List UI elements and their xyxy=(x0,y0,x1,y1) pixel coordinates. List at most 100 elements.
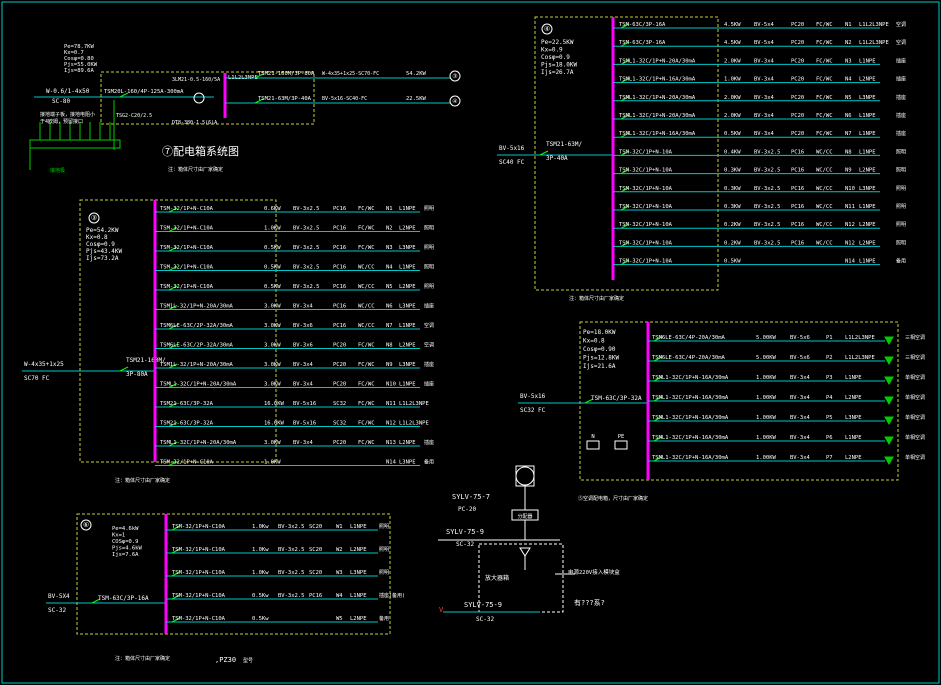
branch-use: 照明 xyxy=(424,265,434,271)
pe-terminal xyxy=(614,440,628,450)
branch-breaker-symbol xyxy=(168,363,178,369)
n-terminal xyxy=(586,440,600,450)
branch-power: 16.0KW xyxy=(264,401,285,407)
branch-phase: L2NPE xyxy=(399,284,416,290)
branch-use: 备用 xyxy=(424,459,434,466)
branch-breaker-symbol xyxy=(653,336,663,342)
branch-cable: BV-3x4 xyxy=(790,395,811,401)
branch-phase: L2NPE xyxy=(859,222,876,228)
incoming-pipe-label: SC-32 xyxy=(48,607,66,614)
branch-breaker-symbol xyxy=(620,260,630,266)
branch-cable: BV-5x16 xyxy=(293,421,316,427)
branch-phase: L1NPE xyxy=(845,435,862,441)
branch-breaker: TSML1-32C/1P+N-16A/30mA xyxy=(652,435,729,441)
model-suffix: 型号 xyxy=(243,657,253,664)
branch-power: 1.0KW xyxy=(724,77,741,83)
tv-cable-label: SYLV-75-9 xyxy=(446,528,484,536)
incoming-cable-label: W-4x35+1x25 xyxy=(24,361,64,368)
branch-power: 0.4KW xyxy=(724,149,741,155)
branch-breaker-symbol xyxy=(620,78,630,84)
branch-power: 1.00KW xyxy=(756,455,777,461)
panel-marker: ④ xyxy=(544,25,550,33)
branch-pipe: PC16 xyxy=(333,245,346,251)
branch-use: 插座(备用) xyxy=(379,592,405,599)
branch-route: FC/WC xyxy=(358,382,375,388)
diagram-subtitle: 注：箱体尺寸由厂家确定 xyxy=(168,166,223,173)
branch-cable: BV-3x2.5 xyxy=(278,524,305,530)
panel3-box xyxy=(79,199,277,463)
branch-power: 0.2KW xyxy=(724,240,741,246)
branch-breaker: TSM1L-32/1P+N-20A/30mA xyxy=(160,304,234,310)
branch-route: WC/CC xyxy=(816,204,833,210)
branch-circuit: N9 xyxy=(386,362,393,368)
branch-breaker: TSM-32/1P+N-C10A xyxy=(172,593,226,599)
branch-breaker-symbol xyxy=(620,132,630,138)
feeder-cable-label: BV-5x16-SC40-FC xyxy=(322,96,367,102)
branch-use: 插座 xyxy=(424,303,434,310)
branch-use: 插座 xyxy=(424,439,434,446)
load-parameter: Pe=18.0KW xyxy=(583,329,616,336)
branch-phase: L1NPE xyxy=(399,265,416,271)
branch-cable: BV-3x4 xyxy=(293,362,314,368)
load-parameter: Ijs=89.6A xyxy=(64,68,94,74)
branch-breaker: TSML1-32C/1P+N-20A/30mA xyxy=(619,58,696,64)
branch-cable: BV-3x2.5 xyxy=(278,593,305,599)
branch-power: 3.0KW xyxy=(264,362,281,368)
branch-breaker-symbol xyxy=(653,456,663,462)
branch-power: 0.2KW xyxy=(724,222,741,228)
branch-power: 3.0KW xyxy=(264,343,281,349)
branch-power: 1.00KW xyxy=(756,395,777,401)
branch-circuit: P7 xyxy=(826,455,833,461)
branch-breaker-symbol xyxy=(620,223,630,229)
branch-phase: L2NPE xyxy=(845,395,862,401)
load-parameter: Kx=0.9 xyxy=(541,47,563,54)
branch-use: 照明 xyxy=(379,524,389,530)
feeder-power-label: 54.2KW xyxy=(406,71,427,77)
incoming-pipe-label: SC-80 xyxy=(52,98,70,105)
panel4-box xyxy=(534,16,719,291)
branch-circuit: W5 xyxy=(336,616,343,622)
panel-note: 注：箱体尺寸由厂家确定 xyxy=(115,477,170,484)
branch-route: FC/WC xyxy=(816,131,833,137)
branch-pipe: PC16 xyxy=(333,323,346,329)
branch-pipe: PC16 xyxy=(333,304,346,310)
branch-breaker: TSML1-32C/1P+N-20A/30mA xyxy=(160,382,237,388)
branch-breaker: TSML1-32C/1P+N-16A/30mA xyxy=(619,77,696,83)
load-parameter: Pjs=4.6kW xyxy=(112,546,142,552)
branch-pipe: PC20 xyxy=(791,95,804,101)
branch-power: 1.0KW xyxy=(264,460,281,466)
branch-use: 插座 xyxy=(424,361,434,368)
branch-route: WC/CC xyxy=(816,240,833,246)
panel-marker-circle xyxy=(80,519,92,531)
branch-phase: L1NPE xyxy=(859,58,876,64)
branch-phase: L2NPE xyxy=(350,547,367,553)
branch-power: 16.0KW xyxy=(264,421,285,427)
branch-phase: L3NPE xyxy=(399,304,416,310)
branch-use: 照明 xyxy=(896,204,906,210)
branch-pipe: PC16 xyxy=(791,222,804,228)
branch-use: 三相空调 xyxy=(905,354,925,361)
branch-breaker-symbol xyxy=(168,227,178,232)
branch-pipe: SC20 xyxy=(309,570,322,576)
terminal-label: PE xyxy=(618,434,625,440)
branch-phase: L1NPE xyxy=(399,206,416,212)
branch-route: FC/WC xyxy=(358,245,375,251)
branch-breaker-symbol xyxy=(620,241,630,247)
load-parameter: Cosφ=0.9 xyxy=(86,241,115,248)
branch-route: FC/WC xyxy=(816,58,833,64)
branch-power: 0.5KW xyxy=(264,284,281,290)
branch-breaker: TSM-32/1P+N-C10A xyxy=(160,460,214,466)
branch-breaker-symbol xyxy=(620,59,630,65)
branch-circuit: N12 xyxy=(845,240,855,246)
branch-phase: L1NPE xyxy=(859,204,876,210)
tv-cable-label: SYLV-75-7 xyxy=(452,493,490,501)
branch-breaker-symbol xyxy=(168,324,178,330)
branch-route: FC/WC xyxy=(358,343,375,349)
branch-pipe: PC16 xyxy=(791,149,804,155)
branch-route: FC/WC xyxy=(358,421,375,427)
main-breaker-label: TSM-63C/3P-32A xyxy=(591,395,642,402)
branch-phase: L3NPE xyxy=(350,570,367,576)
